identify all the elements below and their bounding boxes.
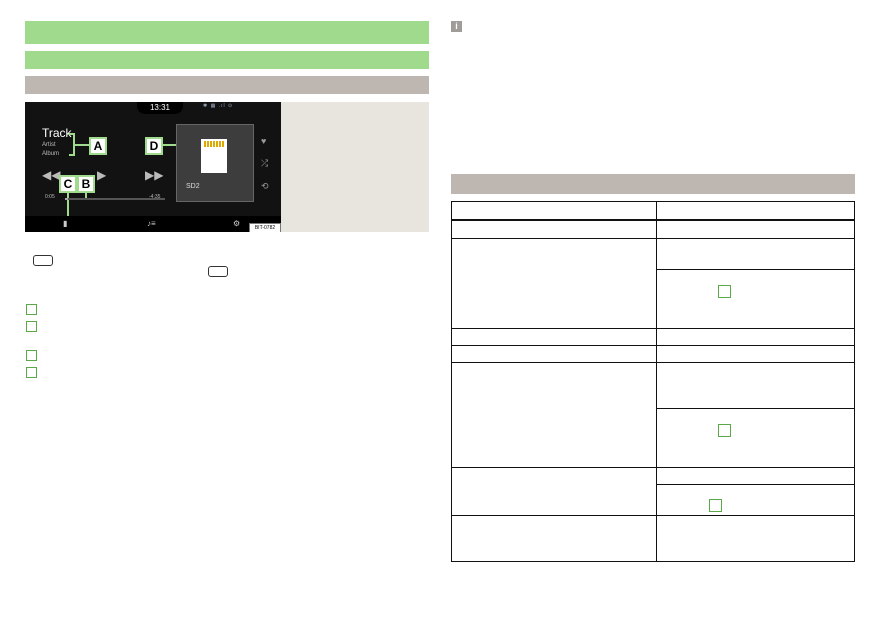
- repeat-icon: ⟲: [261, 181, 269, 191]
- artist-name: Artist: [42, 142, 56, 148]
- table-heading-bar: [451, 174, 855, 194]
- key-symbol: [33, 255, 53, 266]
- callout-a-bracket-bottom: [69, 154, 75, 156]
- source-menu-icon: ▮: [63, 219, 68, 228]
- callout-b: B: [77, 175, 95, 193]
- heart-icon: ♥: [261, 136, 267, 146]
- track-title: Track: [42, 126, 72, 140]
- image-code: BIT-0782: [249, 223, 281, 232]
- callout-a-line: [75, 144, 89, 146]
- callout-d: D: [145, 137, 163, 155]
- clock: 13:31: [137, 102, 183, 114]
- play-icon: ▶: [97, 168, 107, 182]
- skip-forward-icon: ▶▶: [145, 168, 164, 182]
- source-tile: SD2: [176, 124, 254, 202]
- subsection-heading-bar: [25, 76, 429, 94]
- chapter-heading-bar: [25, 21, 429, 44]
- callout-a-bracket-top: [69, 133, 75, 135]
- source-name: SD2: [186, 183, 200, 190]
- shuffle-icon: ⤮: [261, 158, 269, 168]
- legend-marker: [26, 304, 37, 315]
- elapsed-time: 0:05: [45, 194, 55, 200]
- callout-c-line: [67, 193, 69, 221]
- callout-d-line: [163, 144, 179, 146]
- legend-marker: [26, 367, 37, 378]
- callout-a-bracket: [73, 133, 75, 156]
- album-name: Album: [42, 151, 60, 157]
- callout-c: C: [59, 175, 77, 193]
- callout-reference-box: [718, 424, 731, 437]
- section-heading-bar: [25, 51, 429, 69]
- callout-a: A: [89, 137, 107, 155]
- sd-card-icon: [201, 139, 227, 173]
- status-icons: ✱ ▦ .ıl ⊙: [203, 103, 234, 109]
- key-symbol: [208, 266, 228, 277]
- progress-bar: [65, 198, 165, 200]
- media-player-screen: 13:31 ✱ ▦ .ıl ⊙ Track Artist Album A ◀◀ …: [25, 102, 281, 232]
- settings-icon: ⚙: [233, 219, 241, 228]
- bottom-bar: [25, 216, 281, 232]
- playlist-icon: ♪≡: [147, 219, 156, 228]
- legend-marker: [26, 321, 37, 332]
- info-icon: i: [451, 21, 462, 32]
- legend-marker: [26, 350, 37, 361]
- callout-b-line: [85, 193, 87, 199]
- callout-reference-box: [718, 285, 731, 298]
- callout-reference-box: [709, 499, 722, 512]
- skip-back-icon: ◀◀: [42, 168, 61, 182]
- remaining-time: -4:35: [149, 194, 161, 200]
- figure-caption-box: [281, 102, 429, 232]
